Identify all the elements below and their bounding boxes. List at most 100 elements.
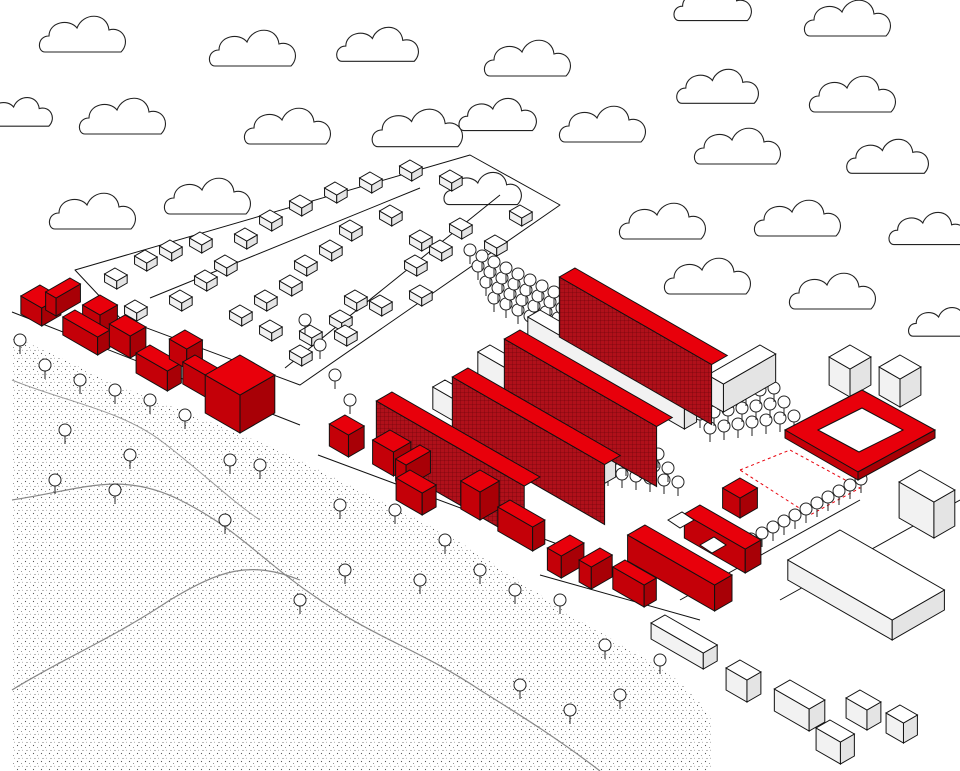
courtyard-void <box>699 536 727 554</box>
tree-icon <box>58 423 72 444</box>
tree-icon <box>108 483 122 504</box>
house-building <box>258 319 284 342</box>
house-building <box>193 269 219 292</box>
tree-icon <box>755 526 769 547</box>
tree-icon <box>777 514 791 535</box>
proposed-building <box>135 344 183 392</box>
cloud-icon <box>48 192 136 230</box>
tower-building <box>828 344 872 398</box>
tree-icon <box>735 401 749 422</box>
proposed-building <box>328 414 366 458</box>
proposed-building <box>611 559 658 608</box>
tree-icon <box>438 533 452 554</box>
proposed-building <box>459 469 501 521</box>
proposed-building <box>204 354 276 434</box>
cloud-icon <box>78 97 166 135</box>
house-building <box>288 194 314 217</box>
cloud-icon <box>38 15 126 53</box>
house-building <box>168 289 194 312</box>
tree-icon <box>298 313 312 334</box>
cloud-icon <box>808 75 896 113</box>
tree-icon <box>821 490 835 511</box>
house-building <box>358 171 384 194</box>
house-building <box>773 679 826 732</box>
cloud-icon <box>846 138 929 174</box>
house-building <box>278 274 304 297</box>
cloud-icon <box>243 107 331 145</box>
tree-icon <box>511 267 525 288</box>
tree-icon <box>343 393 357 414</box>
cloud-icon <box>888 211 960 246</box>
proposed-slab <box>503 329 674 488</box>
tree-icon <box>123 448 137 469</box>
proposed-slab <box>558 267 729 426</box>
tree-icon <box>717 419 731 440</box>
tree-icon <box>799 502 813 523</box>
house-building <box>885 704 919 744</box>
house-building <box>333 324 359 347</box>
tree-icon <box>661 461 675 482</box>
house-building <box>123 299 149 322</box>
tree-icon <box>759 413 773 434</box>
tree-icon <box>463 243 477 264</box>
proposed-building <box>546 534 585 579</box>
cloud-icon <box>788 272 876 310</box>
park-path <box>11 379 261 521</box>
tree-icon <box>38 358 52 379</box>
cloud-icon <box>371 108 463 148</box>
house-building <box>233 227 259 250</box>
cloud-icon <box>676 68 759 104</box>
tree-icon <box>499 297 513 318</box>
tree-icon <box>671 475 685 496</box>
house-building <box>343 289 369 312</box>
house-building <box>103 267 129 290</box>
tree-icon <box>598 638 612 659</box>
house-building <box>368 294 394 317</box>
house-building <box>448 217 474 240</box>
tower-building <box>898 469 956 539</box>
proposed-buildings <box>19 267 937 612</box>
cloud-icon <box>163 177 251 215</box>
house-building <box>408 229 434 252</box>
tree-icon <box>788 508 802 529</box>
tree-icon <box>73 373 87 394</box>
proposed-building <box>61 309 111 356</box>
proposed-courtyard-building <box>783 389 937 481</box>
house-building <box>408 284 434 307</box>
park-path <box>11 569 301 691</box>
cloud-icon <box>336 26 419 62</box>
tree-icon <box>388 503 402 524</box>
tree-icon <box>487 255 501 276</box>
courtyard-building <box>786 529 946 641</box>
tree-icon <box>143 393 157 414</box>
house-building <box>428 239 454 262</box>
tree-icon <box>223 453 237 474</box>
tree-icon <box>499 261 513 282</box>
tree-icon <box>653 653 667 674</box>
slab-building <box>706 344 777 413</box>
house-building <box>508 204 534 227</box>
cloud-icon <box>0 97 53 127</box>
tree-icon <box>218 513 232 534</box>
tree-icon <box>531 289 545 310</box>
proposed-building <box>108 314 147 359</box>
tree-icon <box>178 408 192 429</box>
cloud-icon <box>443 171 522 206</box>
tree-icon <box>338 563 352 584</box>
tree-icon <box>475 249 489 270</box>
tree-icon <box>553 593 567 614</box>
proposed-building <box>721 477 759 519</box>
house-building <box>378 204 404 227</box>
house-building <box>293 254 319 277</box>
tree-icon <box>108 383 122 404</box>
house-building <box>213 254 239 277</box>
row-building <box>650 614 719 670</box>
house-building <box>323 181 349 204</box>
tree-icon <box>48 473 62 494</box>
proposed-building <box>578 547 614 590</box>
cloud-icon <box>753 199 841 237</box>
house-building <box>253 289 279 312</box>
tree-icon <box>313 338 327 359</box>
tree-icon <box>523 273 537 294</box>
